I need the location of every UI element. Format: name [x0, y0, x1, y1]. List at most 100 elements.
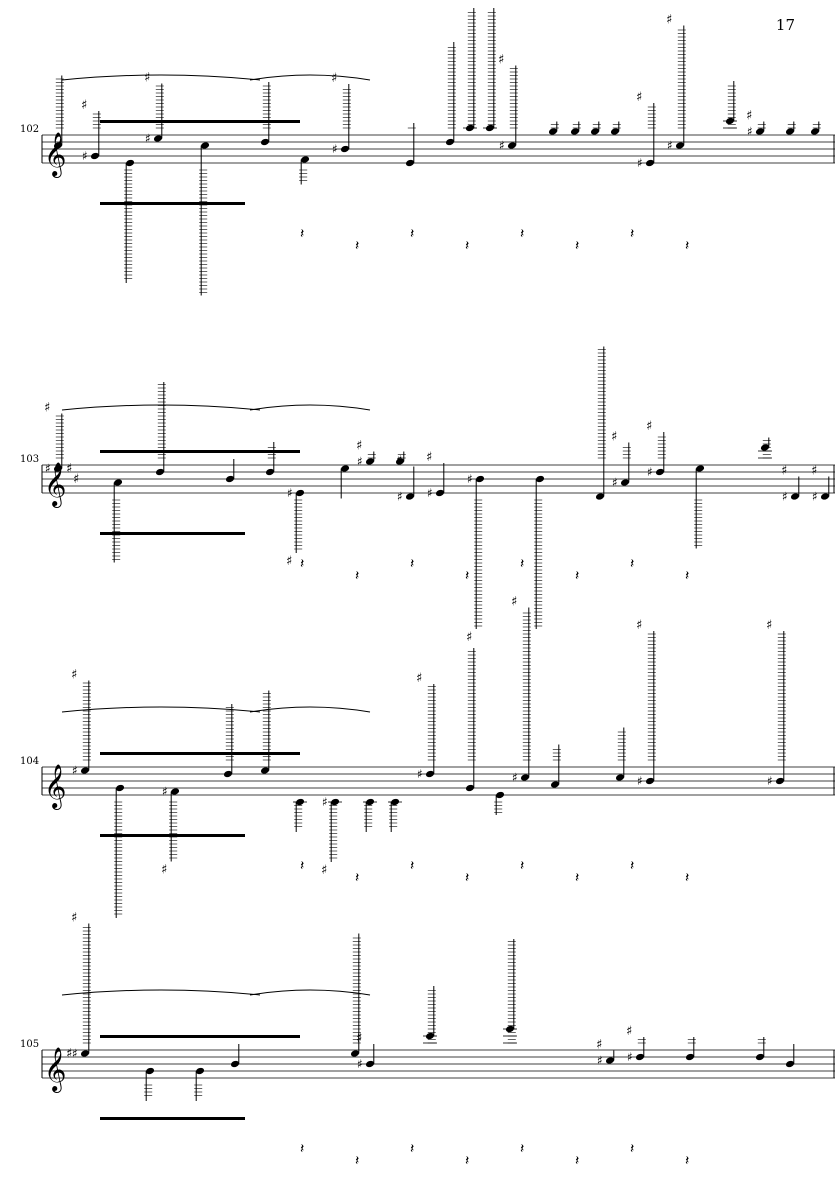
notehead — [507, 142, 517, 149]
rest-icon: 𝄽 — [685, 238, 689, 254]
sharp-accidental: ♯ — [636, 90, 642, 105]
note: ♯♯ — [466, 472, 485, 645]
rest-icon: 𝄽 — [300, 1141, 304, 1157]
notehead — [775, 777, 785, 785]
notehead — [225, 475, 235, 483]
note — [230, 1044, 240, 1068]
note: ♯♯ — [498, 53, 518, 153]
sharp-accidental: ♯ — [321, 863, 327, 878]
sharp-accidental: ♯ — [44, 401, 50, 416]
note: ♯♯ — [746, 109, 766, 139]
rest-icon: 𝄽 — [410, 226, 414, 242]
key-signature-sharp: ♯ — [66, 1047, 72, 1062]
tie-slur — [249, 989, 371, 996]
rest-icon: 𝄽 — [630, 556, 634, 572]
rest-icon: 𝄽 — [520, 226, 524, 242]
note — [194, 1067, 205, 1101]
sharp-accidental: ♯ — [646, 419, 652, 434]
note — [388, 798, 402, 832]
note — [785, 1044, 795, 1068]
beam — [100, 450, 300, 453]
treble-clef-icon: 𝄞 — [44, 1047, 66, 1093]
beam — [100, 752, 300, 755]
treble-clef-icon: 𝄞 — [44, 462, 66, 508]
note: ♯♯ — [636, 618, 656, 788]
note — [260, 690, 271, 774]
sharp-accidental: ♯ — [357, 1057, 363, 1071]
rest-icon: 𝄽 — [685, 1153, 689, 1169]
key-signature-sharp: ♯ — [66, 462, 72, 477]
sharp-accidental: ♯ — [611, 430, 617, 445]
note — [293, 798, 307, 832]
note — [144, 1067, 155, 1101]
notehead — [90, 152, 100, 160]
notehead — [80, 1050, 90, 1057]
sharp-accidental: ♯ — [512, 771, 518, 785]
notehead — [755, 128, 765, 135]
sharp-accidental: ♯ — [747, 125, 753, 139]
notehead — [655, 468, 665, 476]
rest-icon: 𝄽 — [465, 568, 469, 584]
notehead — [785, 128, 795, 135]
rest-icon: 𝄽 — [520, 556, 524, 572]
notehead — [53, 142, 63, 149]
rest-icon: 𝄽 — [575, 568, 579, 584]
note: ♯♯ — [71, 668, 91, 778]
notehead — [425, 770, 435, 778]
sharp-accidental: ♯ — [597, 1054, 603, 1068]
notehead — [535, 475, 545, 483]
sharp-accidental: ♯ — [331, 71, 337, 86]
sharp-accidental: ♯ — [766, 618, 772, 633]
sharp-accidental: ♯ — [466, 630, 472, 645]
notehead — [395, 458, 405, 465]
note: ♯♯ — [766, 618, 786, 788]
rest-icon: 𝄽 — [355, 238, 359, 254]
sharp-accidental: ♯ — [144, 71, 150, 86]
measure-number: 102 — [20, 124, 39, 135]
sharp-accidental: ♯ — [498, 53, 504, 68]
note — [225, 459, 235, 483]
sharp-accidental: ♯ — [81, 98, 87, 113]
sharp-accidental: ♯ — [45, 462, 51, 476]
sharp-accidental: ♯ — [417, 767, 423, 781]
notehead — [200, 142, 210, 149]
note — [550, 744, 561, 788]
note: ♯♯ — [811, 464, 830, 504]
rest-icon: 𝄽 — [410, 858, 414, 874]
rest-icon: 𝄽 — [630, 858, 634, 874]
notehead — [340, 465, 350, 472]
notehead — [785, 1060, 795, 1068]
rest-icon: 𝄽 — [630, 1141, 634, 1157]
notehead — [550, 781, 560, 788]
sharp-accidental: ♯ — [636, 618, 642, 633]
notehead — [520, 774, 530, 781]
notehead — [155, 468, 165, 476]
notehead — [595, 493, 605, 500]
note — [265, 442, 276, 476]
beam — [100, 1117, 245, 1120]
note: ♯♯ — [44, 401, 64, 476]
note: ♯♯ — [331, 71, 351, 156]
notehead — [80, 767, 90, 774]
staff-system: 104𝄞♯♯♯♯♯♯♯♯♯♯♯♯♯♯𝄽𝄽𝄽𝄽𝄽𝄽𝄽𝄽 — [20, 595, 835, 918]
rest-icon: 𝄽 — [575, 870, 579, 886]
rest-icon: 𝄽 — [685, 568, 689, 584]
note — [395, 451, 406, 465]
note — [483, 8, 497, 132]
note — [445, 42, 456, 146]
notehead — [590, 128, 600, 135]
notehead — [230, 1060, 240, 1068]
notehead — [260, 138, 270, 146]
notehead — [645, 159, 655, 167]
note: ♯♯ — [396, 454, 415, 504]
note: ♯♯ — [611, 430, 631, 490]
sharp-accidental: ♯ — [356, 1031, 362, 1046]
note — [755, 1037, 766, 1061]
page-number: 17 — [775, 16, 795, 34]
measure-number: 103 — [20, 454, 39, 465]
notehead — [125, 159, 135, 167]
notehead — [445, 138, 455, 146]
notehead — [260, 767, 270, 774]
treble-clef-icon: 𝄞 — [44, 764, 66, 810]
